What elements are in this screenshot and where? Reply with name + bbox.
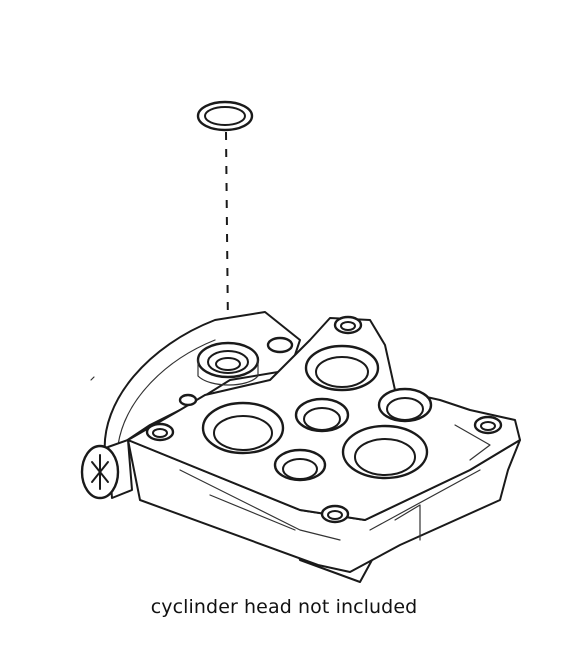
- pump-head-manifold: [103, 311, 521, 583]
- o-ring: [196, 100, 254, 132]
- caption: cyclinder head not included: [150, 596, 418, 618]
- assembly-guide-line: [225, 131, 229, 331]
- bolt: [80, 439, 133, 500]
